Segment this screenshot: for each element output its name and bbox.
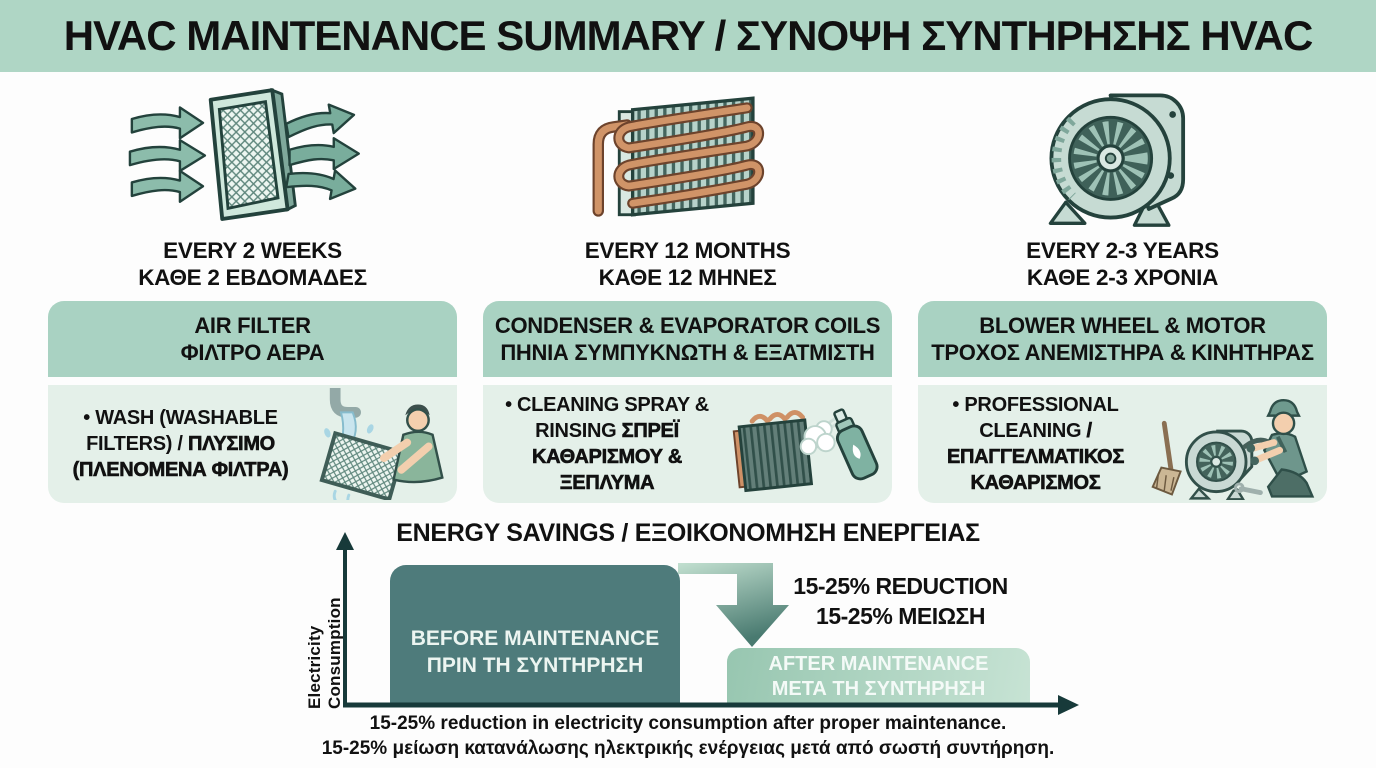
component-el: ΦΙΛΤΡΟ ΑΕΡΑ [180, 340, 325, 365]
filter-washing-illustration [319, 388, 444, 500]
frequency-blower-motor: EVERY 2-3 YEARS ΚΑΘΕ 2-3 ΧΡΟΝΙΑ [1026, 238, 1219, 292]
component-en: CONDENSER & EVAPORATOR COILS [494, 312, 881, 338]
frequency-en: EVERY 2-3 YEARS [1026, 238, 1219, 263]
frequency-en: EVERY 2 WEEKS [163, 238, 342, 263]
task-el: ΠΛΥΣΙΜΟ (ΠΛΕΝΟΜΕΝΑ ΦΙΛΤΡΑ) [72, 433, 289, 482]
task-text: • PROFESSIONAL CLEANING / ΕΠΑΓΓΕΛΜΑΤΙΚΟΣ… [926, 392, 1145, 496]
chart-caption: 15-25% reduction in electricity consumpt… [0, 711, 1376, 761]
bar-label-el: ΜΕΤΑ ΤΗ ΣΥΝΤΗΡΗΣΗ [771, 678, 986, 700]
air-filter-icon [128, 72, 378, 230]
energy-savings-chart: ENERGY SAVINGS / ΕΞΟΙΚΟΝΟΜΗΣΗ ΕΝΕΡΓΕΙΑΣ … [0, 515, 1376, 768]
frequency-condenser-coils: EVERY 12 MONTHS ΚΑΘΕ 12 ΜΗΝΕΣ [585, 238, 791, 292]
task-el: ΣΠΡΕΪ ΚΑΘΑΡΙΣΜΟΥ & ΞΕΠΛΥΜΑ [531, 420, 683, 495]
column-air-filter: EVERY 2 WEEKS ΚΑΘΕ 2 ΕΒΔΟΜΑΔΕΣ AIR FILTE… [48, 72, 457, 503]
chart-title: ENERGY SAVINGS / ΕΞΟΙΚΟΝΟΜΗΣΗ ΕΝΕΡΓΕΙΑΣ [396, 519, 980, 547]
task-text: • WASH (WASHABLE FILTERS) / ΠΛΥΣΙΜΟ (ΠΛΕ… [56, 405, 305, 483]
reduction-label: 15-25% REDUCTION 15-25% ΜΕΙΩΣΗ [793, 572, 1008, 632]
column-condenser-coils: EVERY 12 MONTHS ΚΑΘΕ 12 ΜΗΝΕΣ CONDENSER … [483, 72, 892, 503]
blower-wheel-icon [1018, 72, 1228, 230]
task-text: • CLEANING SPRAY & RINSING ΣΠΡΕΪ ΚΑΘΑΡΙΣ… [491, 392, 723, 496]
task-en: • CLEANING SPRAY & RINSING [505, 394, 709, 442]
component-header-air-filter: AIR FILTER ΦΙΛΤΡΟ ΑΕΡΑ [48, 301, 457, 377]
task-el: / ΕΠΑΓΓΕΛΜΑΤΙΚΟΣ ΚΑΘΑΡΙΣΜΟΣ [946, 420, 1125, 495]
reduction-arrow [678, 563, 789, 647]
task-en: • WASH (WASHABLE FILTERS) / [83, 407, 278, 455]
reduction-label-en: 15-25% REDUCTION [793, 573, 1008, 599]
task-en: • PROFESSIONAL CLEANING [952, 394, 1119, 442]
blower-wheel-icon [1048, 93, 1185, 227]
air-filter-icon [128, 87, 360, 221]
component-en: AIR FILTER [194, 312, 311, 338]
component-el: ΤΡΟΧΟΣ ΑΝΕΜΙΣΤΗΡΑ & ΚΙΝΗΤΗΡΑΣ [931, 340, 1314, 365]
bar-label-en: BEFORE MAINTENANCE [410, 626, 660, 650]
reduction-label-el: 15-25% ΜΕΙΩΣΗ [816, 602, 985, 629]
bar-label-en: AFTER MAINTENANCE [768, 653, 989, 675]
task-box-condenser-coils: • CLEANING SPRAY & RINSING ΣΠΡΕΪ ΚΑΘΑΡΙΣ… [483, 385, 892, 503]
maintenance-columns: EVERY 2 WEEKS ΚΑΘΕ 2 ΕΒΔΟΜΑΔΕΣ AIR FILTE… [48, 72, 1327, 503]
condenser-coils-icon [583, 72, 793, 230]
component-header-blower-motor: BLOWER WHEEL & MOTOR ΤΡΟΧΟΣ ΑΝΕΜΙΣΤΗΡΑ &… [918, 301, 1327, 377]
component-header-condenser-coils: CONDENSER & EVAPORATOR COILS ΠΗΝΙΑ ΣΥΜΠΥ… [483, 301, 892, 377]
technician-cleaning-illustration [1151, 399, 1315, 500]
title-banner: HVAC MAINTENANCE SUMMARY / ΣΥΝΟΨΗ ΣΥΝΤΗΡ… [0, 0, 1376, 72]
bar-before-maintenance: BEFORE MAINTENANCE ΠΡΙΝ ΤΗ ΣΥΝΤΗΡΗΣΗ [390, 565, 680, 706]
frequency-el: ΚΑΘΕ 12 ΜΗΝΕΣ [598, 264, 777, 290]
chart-axes [336, 532, 1079, 715]
frequency-el: ΚΑΘΕ 2 ΕΒΔΟΜΑΔΕΣ [138, 264, 367, 290]
component-el: ΠΗΝΙΑ ΣΥΜΠΥΚΝΩΤΗ & ΕΞΑΤΜΙΣΤΗ [500, 340, 875, 365]
page-title: HVAC MAINTENANCE SUMMARY / ΣΥΝΟΨΗ ΣΥΝΤΗΡ… [63, 12, 1314, 59]
component-en: BLOWER WHEEL & MOTOR [979, 312, 1266, 338]
bar-after-maintenance: AFTER MAINTENANCE ΜΕΤΑ ΤΗ ΣΥΝΤΗΡΗΣΗ [727, 648, 1030, 706]
caption-el: 15-25% μείωση κατανάλωσης ηλεκτρικής ενέ… [321, 738, 1055, 760]
frequency-air-filter: EVERY 2 WEEKS ΚΑΘΕ 2 ΕΒΔΟΜΑΔΕΣ [138, 238, 367, 292]
bar-label-el: ΠΡΙΝ ΤΗ ΣΥΝΤΗΡΗΣΗ [426, 653, 644, 677]
coil-spray-illustration [732, 408, 879, 493]
column-blower-motor: EVERY 2-3 YEARS ΚΑΘΕ 2-3 ΧΡΟΝΙΑ BLOWER W… [918, 72, 1327, 503]
frequency-en: EVERY 12 MONTHS [584, 238, 791, 263]
condenser-coils-icon [592, 95, 764, 217]
task-box-air-filter: • WASH (WASHABLE FILTERS) / ΠΛΥΣΙΜΟ (ΠΛΕ… [48, 385, 457, 503]
caption-en: 15-25% reduction in electricity consumpt… [369, 713, 1007, 734]
task-box-blower-motor: • PROFESSIONAL CLEANING / ΕΠΑΓΓΕΛΜΑΤΙΚΟΣ… [918, 385, 1327, 503]
frequency-el: ΚΑΘΕ 2-3 ΧΡΟΝΙΑ [1026, 264, 1219, 290]
